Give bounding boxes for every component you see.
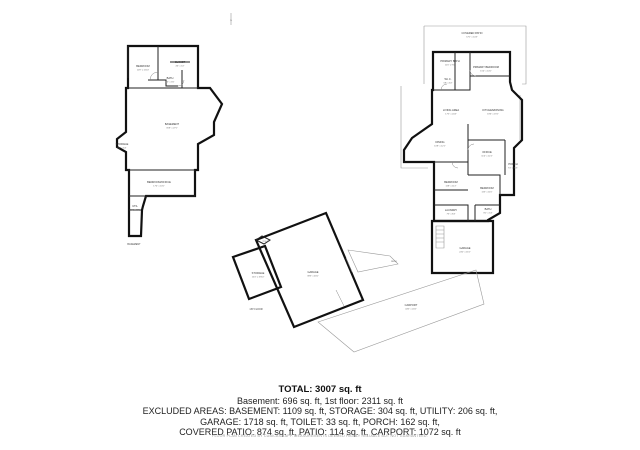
svg-text:11'8" x 11'10": 11'8" x 11'10" — [137, 70, 150, 72]
room-primary-bedroom: PRIMARY BEDROOM 15'4" x 14'5" — [473, 65, 499, 73]
svg-text:9'5" x 6'4": 9'5" x 6'4" — [117, 148, 126, 150]
room-toilet: TOILET — [262, 241, 270, 243]
svg-text:17'5" x 24'4": 17'5" x 24'4" — [445, 114, 457, 116]
room-utility: UTIL 5'4" x 7'6" — [130, 204, 139, 212]
room-living-area: LIVING AREA 17'5" x 24'4" — [443, 108, 459, 116]
svg-text:TOILET: TOILET — [262, 241, 270, 243]
svg-text:GARAGE: GARAGE — [307, 270, 318, 274]
svg-text:11'0" x 9'5": 11'0" x 9'5" — [445, 65, 455, 67]
svg-text:PRIMARY BEDROOM: PRIMARY BEDROOM — [473, 65, 499, 69]
outbuildings-floor-label: 1ST FLOOR — [249, 308, 263, 311]
svg-text:57'1" x 14'3": 57'1" x 14'3" — [466, 37, 478, 39]
excluded-areas-3: COVERED PATIO: 874 sq. ft, PATIO: 114 sq… — [179, 427, 461, 437]
svg-text:18'6" x 19'2": 18'6" x 19'2" — [487, 114, 499, 116]
room-patio: PATIO — [391, 260, 397, 263]
svg-text:BEDROOM: BEDROOM — [136, 64, 149, 68]
svg-text:OFFICE: OFFICE — [482, 150, 492, 154]
room-office: OFFICE 11'4" x 12'2" — [481, 150, 493, 158]
svg-text:PORCH: PORCH — [508, 162, 517, 166]
svg-text:CLOSET: CLOSET — [175, 60, 186, 64]
excluded-areas-2: GARAGE: 1718 sq. ft, TOILET: 33 sq. ft, … — [200, 416, 440, 427]
svg-text:17'4" x 10'5": 17'4" x 10'5" — [153, 186, 165, 188]
room-carport: CARPORT 44'5" x 24'2" — [405, 303, 418, 311]
room-garage: GARAGE 24'2" x 16'1" — [459, 246, 471, 254]
first-floor-plan: COVERED PATIO 57'1" x 14'3" PRIMARY BATH… — [400, 25, 527, 275]
excluded-areas-1: EXCLUDED AREAS: BASEMENT: 1109 sq. ft, S… — [142, 406, 498, 416]
svg-text:LIVING AREA: LIVING AREA — [443, 108, 459, 112]
svg-text:BEDROOM/OFFICE: BEDROOM/OFFICE — [147, 180, 171, 184]
room-porch: PORCH 7'4" x 15'1" — [508, 162, 519, 170]
svg-text:11'8" x 11'2": 11'8" x 11'2" — [445, 186, 456, 188]
room-bedroom-3: BEDROOM 11'3" x 11'0" — [480, 186, 493, 194]
room-closet: CLOSET 4'6" x 5'2" — [175, 60, 186, 68]
svg-text:BEDROOM: BEDROOM — [444, 180, 457, 184]
svg-text:15'4" x 19'10": 15'4" x 19'10" — [252, 277, 265, 279]
svg-text:DINING: DINING — [435, 140, 444, 144]
room-basement: BASEMENT 35'8" x 27'5" — [165, 122, 180, 130]
svg-text:4'6" x 5'2": 4'6" x 5'2" — [175, 66, 184, 68]
svg-text:KITCHEN/DINING: KITCHEN/DINING — [482, 108, 503, 112]
area-summary: TOTAL: 3007 sq. ft Basement: 696 sq. ft,… — [0, 384, 640, 438]
svg-text:7'4" x 15'1": 7'4" x 15'1" — [508, 168, 519, 170]
room-primary-bath: PRIMARY BATH 11'0" x 9'5" — [440, 59, 459, 67]
svg-text:11'3" x 11'0": 11'3" x 11'0" — [481, 192, 492, 194]
compass-icon: N — [230, 13, 232, 25]
svg-text:BASEMENT: BASEMENT — [165, 122, 180, 126]
basement-floor-label: BASEMENT — [127, 243, 141, 246]
room-garage-outbuilding: GARAGE 38'3" x 45'0" — [307, 270, 319, 278]
svg-text:PRIMARY BATH: PRIMARY BATH — [440, 59, 459, 63]
svg-text:W.I.C.: W.I.C. — [444, 77, 451, 81]
disclaimer: FLOOR PLAN CREATED BY CUBICASA APP. MEAS… — [212, 434, 428, 438]
room-storage-outbuilding: STORAGE 15'4" x 19'10" — [252, 271, 265, 279]
room-walk-in-closet: W.I.C. 5'8" x 6'2" — [443, 77, 452, 85]
svg-text:BEDROOM: BEDROOM — [480, 186, 493, 190]
svg-text:COVERED PATIO: COVERED PATIO — [462, 31, 483, 35]
svg-text:CARPORT: CARPORT — [405, 303, 418, 307]
svg-text:STORAGE: STORAGE — [252, 271, 265, 275]
svg-text:5'4" x 7'6": 5'4" x 7'6" — [130, 210, 139, 212]
floor-areas: Basement: 696 sq. ft, 1st floor: 2311 sq… — [237, 395, 403, 406]
svg-text:LAUNDRY: LAUNDRY — [445, 208, 458, 212]
room-laundry: LAUNDRY 7'3" x 8'4" — [445, 208, 458, 216]
outbuildings-plan: STORAGE 15'4" x 19'10" GARAGE 38'3" x 45… — [231, 211, 485, 353]
svg-text:UTIL: UTIL — [132, 204, 138, 208]
room-bath: BATH 5'6" x 5'6" — [165, 76, 174, 84]
svg-text:44'5" x 24'2": 44'5" x 24'2" — [405, 309, 417, 311]
room-covered-patio: COVERED PATIO 57'1" x 14'3" — [462, 31, 483, 39]
svg-text:STORAGE: STORAGE — [116, 142, 129, 146]
compass-label: N — [230, 20, 232, 22]
svg-text:BATH: BATH — [485, 207, 492, 211]
floor-plan-drawing: N BEDROOM 11'8" x 11'10" CLOSET 4'6" x 5… — [116, 13, 527, 353]
room-storage: STORAGE 9'5" x 6'4" — [116, 142, 129, 150]
svg-text:38'3" x 45'0": 38'3" x 45'0" — [307, 276, 319, 278]
svg-text:24'2" x 16'1": 24'2" x 16'1" — [459, 252, 471, 254]
svg-text:10'8" x 12'1": 10'8" x 12'1" — [434, 146, 446, 148]
svg-text:8'1" x 5'4": 8'1" x 5'4" — [483, 213, 492, 215]
room-bedroom-office: BEDROOM/OFFICE 17'4" x 10'5" — [147, 180, 171, 188]
room-bedroom-2: BEDROOM 11'8" x 11'2" — [444, 180, 457, 188]
room-bedroom: BEDROOM 11'8" x 11'10" — [136, 64, 149, 72]
svg-text:PATIO: PATIO — [391, 260, 397, 263]
room-bath-2: BATH 8'1" x 5'4" — [483, 207, 492, 215]
room-dining: DINING 10'8" x 12'1" — [434, 140, 446, 148]
basement-floor-plan: BEDROOM 11'8" x 11'10" CLOSET 4'6" x 5'2… — [116, 44, 224, 246]
room-kitchen-dining: KITCHEN/DINING 18'6" x 19'2" — [482, 108, 503, 116]
svg-text:5'6" x 5'6": 5'6" x 5'6" — [165, 82, 174, 84]
stairs-icon — [435, 225, 445, 249]
svg-text:7'3" x 8'4": 7'3" x 8'4" — [446, 214, 455, 216]
total-area: TOTAL: 3007 sq. ft — [278, 384, 362, 395]
svg-text:GARAGE: GARAGE — [459, 246, 470, 250]
svg-text:BATH: BATH — [167, 76, 174, 80]
svg-text:11'4" x 12'2": 11'4" x 12'2" — [481, 156, 493, 158]
svg-text:5'8" x 6'2": 5'8" x 6'2" — [443, 83, 452, 85]
svg-text:35'8" x 27'5": 35'8" x 27'5" — [166, 128, 178, 130]
svg-text:15'4" x 14'5": 15'4" x 14'5" — [480, 71, 492, 73]
